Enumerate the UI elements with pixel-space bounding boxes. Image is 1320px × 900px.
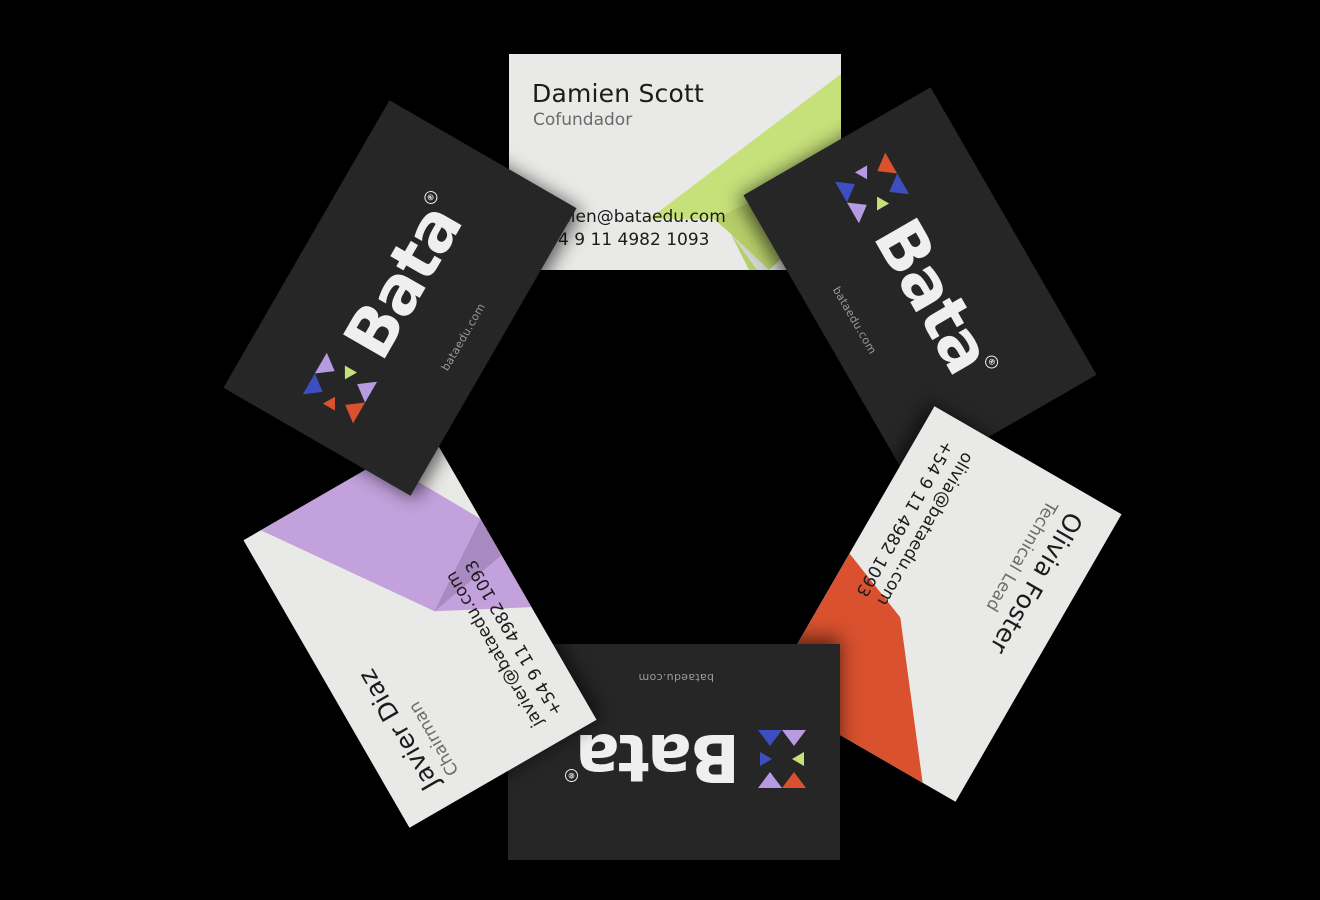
card-holder-role: Cofundador [533, 110, 633, 130]
business-card-dark-upper-left: Bata ® bataedu.com [223, 100, 577, 496]
brand-website: bataedu.com [438, 300, 489, 374]
brand-wordmark: Bata [858, 205, 1007, 386]
orange-accent-shape [768, 553, 923, 783]
brand-wordmark: Bata [577, 719, 740, 796]
hourglass-star-logo-icon [828, 148, 913, 229]
business-card-dark-bottom: Bata ® bataedu.com [508, 644, 840, 860]
card-email: damien@bataedu.com [533, 207, 726, 227]
brand-website: bataedu.com [638, 671, 714, 684]
business-card-javier: Javier Diaz Chairman javier@bataedu.com … [243, 432, 597, 828]
lavender-accent-shape [260, 460, 532, 612]
business-card-dark-upper-right: Bata ® bataedu.com [743, 87, 1097, 483]
hourglass-star-logo-icon [754, 724, 810, 790]
card-holder-name: Damien Scott [532, 79, 704, 108]
card-phone: +54 9 11 4982 1093 [533, 230, 710, 250]
registered-mark: ® [565, 769, 578, 782]
brand-website: bataedu.com [829, 284, 880, 357]
hourglass-star-logo-icon [299, 348, 384, 429]
business-card-olivia: Olivia Foster Technical Lead olivia@bata… [768, 406, 1122, 802]
